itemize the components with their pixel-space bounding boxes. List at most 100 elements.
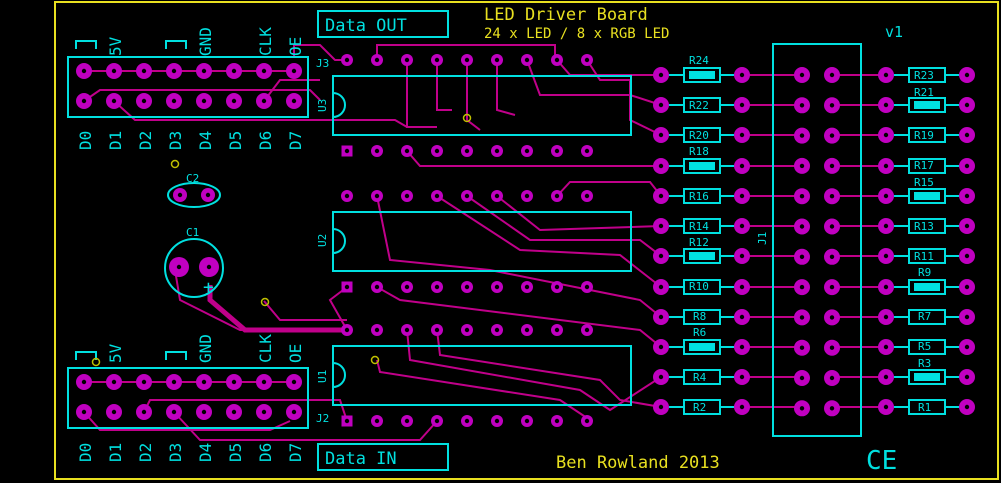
author-label: Ben Rowland 2013 bbox=[556, 453, 720, 473]
trace-header-u1-2 bbox=[83, 411, 291, 431]
connector-j1-pin-a3-hole bbox=[799, 133, 805, 138]
header-bottom-pin-b8-hole bbox=[291, 409, 297, 415]
header-top-pin-b5-hole bbox=[201, 98, 207, 104]
ic-u1-pin-top-7-hole bbox=[524, 327, 530, 333]
header-top-pin-a5-hole bbox=[201, 68, 207, 74]
ic-u3-pin-top-8-hole bbox=[554, 57, 560, 63]
data-in-box bbox=[317, 443, 449, 471]
trace-u3-c bbox=[466, 60, 481, 131]
header-top-pin-b7-hole bbox=[261, 98, 267, 104]
ic-u1-pin-top-2-hole bbox=[374, 327, 380, 333]
ic-u2-pin-top-7-hole bbox=[524, 193, 530, 199]
capacitor-c1-body bbox=[164, 238, 224, 298]
resistor-right-10-pad-1-hole bbox=[883, 344, 889, 350]
board-outline bbox=[54, 1, 999, 480]
resistor-r17-label: R17 bbox=[914, 159, 934, 172]
resistor-r2-label: R2 bbox=[693, 401, 706, 414]
resistor-right-11-pad-1-hole bbox=[883, 374, 889, 380]
ic-u3-pin-top-2-hole bbox=[374, 57, 380, 63]
ic-u1-body bbox=[332, 345, 632, 406]
connector-j1-pin-b4-hole bbox=[829, 163, 835, 169]
resistor-left-10-pad-2-hole bbox=[739, 344, 745, 350]
silkscreen-layer bbox=[67, 40, 959, 437]
resistor-left-7-pad-1-hole bbox=[658, 253, 664, 259]
ic-u3-pin-bottom-2-hole bbox=[374, 148, 380, 154]
header-bottom-pin-b4-hole bbox=[171, 409, 177, 415]
bottom-pin-label-d0: D0 bbox=[76, 443, 95, 462]
bottom-pin-label-gnd: GND bbox=[196, 334, 215, 363]
ic-u3-pin-bottom-7-hole bbox=[524, 148, 530, 154]
resistor-r5-label: R5 bbox=[918, 340, 931, 353]
resistor-left-4-pad-2-hole bbox=[739, 163, 745, 169]
ic-u1-pin-bottom-6-hole bbox=[494, 418, 500, 424]
board-title: LED Driver Board bbox=[484, 5, 648, 25]
connector-j1-pin-a9-hole bbox=[799, 315, 805, 320]
resistor-r3-label: R3 bbox=[918, 357, 931, 370]
resistor-left-7-pad-2-hole bbox=[739, 253, 745, 259]
connector-j1-label: J1 bbox=[756, 232, 769, 245]
ic-u1-pin-bottom-4-hole bbox=[434, 418, 440, 424]
ic-u3-pin-top-7-hole bbox=[524, 57, 530, 63]
ic-u2-pin-bottom-2-hole bbox=[374, 284, 380, 290]
top-pin-label-5v: 5V bbox=[106, 36, 125, 56]
ic-u3-pin-top-3-hole bbox=[404, 57, 410, 63]
bottom-pin-label-d6: D6 bbox=[256, 443, 275, 462]
ic-u3-pin-top-4-hole bbox=[434, 57, 440, 63]
bottom-pin-label-clk: CLK bbox=[256, 334, 275, 363]
via-2 bbox=[260, 297, 270, 307]
ic-u3-pin-bottom-4-hole bbox=[434, 148, 440, 154]
header-bottom-pin-a4-hole bbox=[171, 379, 177, 385]
ic-u3-pin-bottom-8-hole bbox=[554, 148, 560, 154]
header-top-pin-b4-hole bbox=[171, 98, 177, 104]
resistor-r23-label: R23 bbox=[914, 69, 934, 82]
top-pin-label-d4: D4 bbox=[196, 131, 215, 150]
connector-j1-pin-a12-hole bbox=[799, 406, 805, 411]
ic-u2-body bbox=[332, 211, 632, 272]
resistor-left-5-pad-2-hole bbox=[739, 193, 745, 199]
resistor-right-4-pad-2-hole bbox=[964, 163, 970, 169]
trace-header-u3-2 bbox=[83, 89, 321, 102]
capacitor-c1-label: C1 bbox=[186, 226, 199, 239]
ic-u2-pin-top-1-hole bbox=[344, 193, 350, 199]
ic-u1-pin-top-3-hole bbox=[404, 327, 410, 333]
capacitor-c1-pad-1-hole bbox=[176, 264, 182, 270]
header-bottom-pin-a6-hole bbox=[231, 379, 237, 385]
resistor-left-9-pad-2-hole bbox=[739, 314, 745, 320]
trace-u3-e bbox=[526, 59, 662, 106]
trace-u3-top-loop bbox=[376, 44, 556, 60]
resistor-left-11-pad-2-hole bbox=[739, 374, 745, 380]
ic-u2-notch bbox=[332, 228, 346, 254]
connector-j1-pin-b3-hole bbox=[829, 133, 835, 138]
resistor-left-10-pad-1-hole bbox=[658, 344, 664, 350]
resistor-right-12-pad-2-hole bbox=[964, 404, 970, 410]
resistor-right-9-pad-2-hole bbox=[964, 314, 970, 320]
top-pin-label-d1: D1 bbox=[106, 131, 125, 150]
resistor-r18-label: R18 bbox=[689, 145, 709, 158]
resistor-r4-label: R4 bbox=[693, 371, 707, 384]
bottom-pin-label-5v: 5V bbox=[106, 343, 125, 363]
resistor-left-7-fill bbox=[689, 252, 715, 260]
ic-u2-pin-top-3-hole bbox=[404, 193, 410, 199]
resistor-left-12-pad-1-hole bbox=[658, 404, 664, 410]
connector-j1-pin-a11-hole bbox=[799, 375, 805, 381]
header-top-bracket-2 bbox=[165, 40, 187, 49]
header-top-bracket-1 bbox=[75, 40, 97, 49]
via-1 bbox=[170, 159, 180, 169]
ic-u3-body bbox=[332, 75, 632, 136]
trace-u2-f bbox=[376, 286, 662, 348]
ic-u3-notch bbox=[332, 92, 346, 118]
resistor-r12-label: R12 bbox=[689, 236, 709, 249]
resistor-r13-label: R13 bbox=[914, 220, 934, 233]
ic-u1-pin-bottom-2-hole bbox=[374, 418, 380, 424]
resistor-right-8-pad-1-hole bbox=[883, 284, 889, 290]
copper-pads bbox=[76, 54, 975, 427]
header-bottom-pin-b5-hole bbox=[201, 409, 207, 415]
connector-j1-pin-b7-hole bbox=[829, 254, 835, 259]
header-bottom-pin-b1-hole bbox=[81, 409, 87, 415]
ic-u2-pin-top-8-hole bbox=[554, 193, 560, 199]
header-bottom-pin-a2-hole bbox=[111, 379, 117, 385]
bottom-pin-label-d1: D1 bbox=[106, 443, 125, 462]
connector-j1-pin-a5-hole bbox=[799, 194, 805, 199]
resistor-right-3-pad-2-hole bbox=[964, 132, 970, 138]
